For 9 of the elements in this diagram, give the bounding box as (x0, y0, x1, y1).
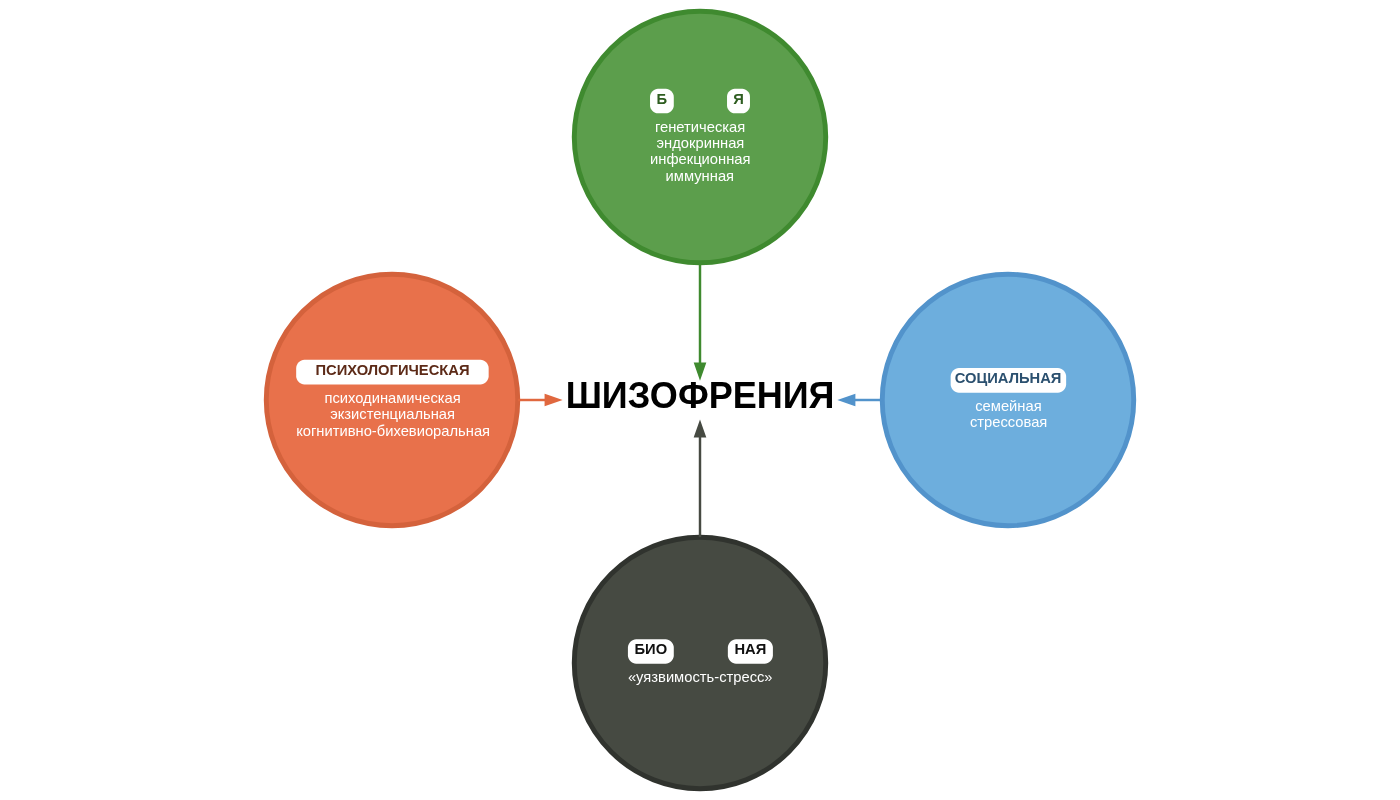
node-circle: Б Я генетическая эндокринная инфекционная иммунная (571, 8, 829, 266)
node-text: ШИЗОФРЕНИЯ (565, 375, 835, 417)
node-circle: ПСИХОЛОГИЧЕСКАЯ психодинамическая экзистенциальная когнитивно-бихевиоральная (263, 271, 521, 529)
arrow (693, 263, 707, 381)
node-circle: БИО НАЯ «уязвимость-стресс» (571, 534, 829, 792)
arrow (518, 393, 563, 407)
arrow (693, 419, 707, 538)
arrow (837, 393, 883, 407)
node-circle: СОЦИАЛЬНАЯ семейная стрессовая (879, 271, 1137, 529)
